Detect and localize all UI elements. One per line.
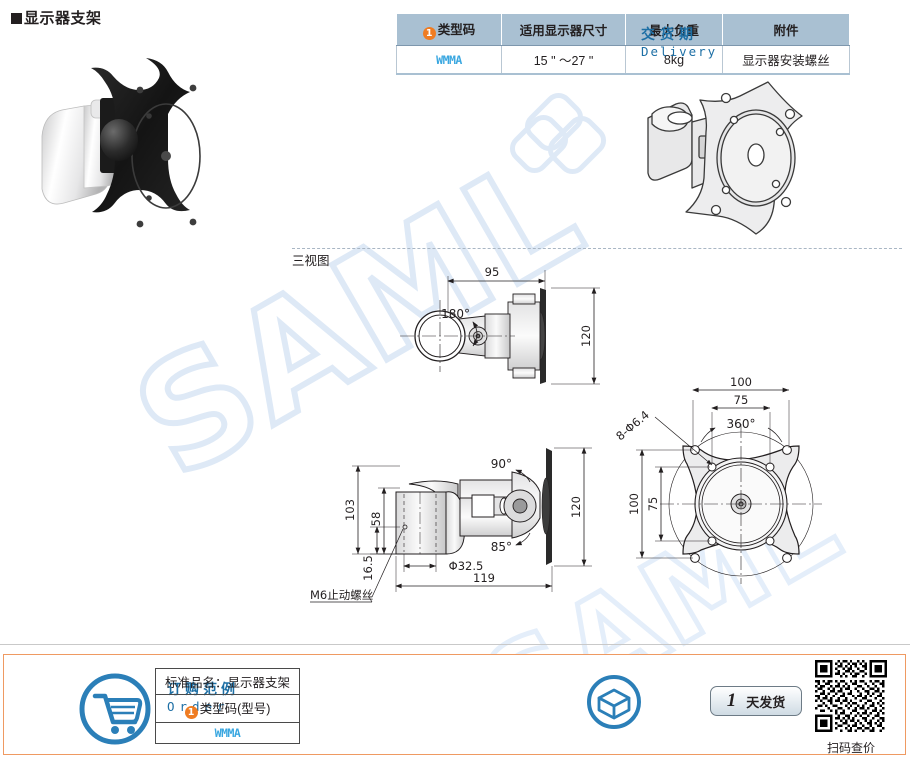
delivery-label-group: 交货期 Delivery [641, 25, 717, 61]
order-cell-type-code-value: WMMA [154, 722, 301, 744]
dim-side-plate-120: 120 [569, 496, 583, 518]
dim-side-103: 103 [343, 499, 357, 521]
angle-360: 360° [727, 417, 756, 431]
shopping-cart-icon [79, 673, 151, 745]
dim-side-58: 58 [369, 512, 383, 527]
three-view-divider [292, 248, 902, 249]
package-box-icon [587, 675, 641, 729]
dim-front-width-100: 100 [730, 375, 752, 389]
spec-cell-accessory: 显示器安装螺丝 [722, 45, 850, 75]
dim-side-119: 119 [473, 571, 495, 585]
callout-hole-spec: 8-Φ6.4 [613, 408, 652, 444]
angle-180: 180° [441, 307, 470, 321]
delivery-days-badge: 1 天发货 [710, 686, 802, 716]
square-bullet-icon [11, 13, 22, 24]
qr-code-block: 扫码查价 [815, 660, 887, 756]
spec-cell-max-load: 8kg [625, 45, 723, 75]
dim-side-16-5: 16.5 [361, 555, 375, 581]
spec-header-accessory: 附件 [722, 13, 850, 46]
table-row: WMMA 15 " ～27 " 8kg 显示器安装螺丝 [396, 45, 850, 75]
spec-cell-type-code: WMMA [396, 45, 502, 75]
product-photo-monitor-bracket [41, 58, 201, 228]
angle-85: 85° [491, 540, 512, 554]
three-view-label: 三视图 [292, 254, 330, 268]
badge-number-icon: 1 [422, 27, 436, 40]
spec-header-monitor-size: 适用显示器尺寸 [501, 13, 626, 46]
badge-number-icon: 1 [184, 706, 198, 719]
dim-front-height-75: 75 [646, 497, 660, 512]
dim-top-width: 95 [485, 265, 500, 279]
angle-90: 90° [491, 457, 512, 471]
order-row-code-value: WMMA [154, 722, 301, 744]
qr-code-icon[interactable] [815, 660, 887, 732]
technical-drawings: 95 180° 120 [310, 265, 822, 603]
dim-side-diameter: Φ32.5 [449, 559, 484, 573]
callout-m6-screw: M6止动螺丝 [310, 588, 373, 602]
product-lineart-monitor-bracket [647, 81, 803, 235]
order-name-label: 标准品名： [165, 676, 228, 690]
dim-top-height: 120 [579, 325, 593, 347]
order-name-value: 显示器支架 [227, 676, 291, 690]
delivery-days-unit: 天发货 [746, 694, 786, 710]
spec-header-max-load: 最大负重 [625, 13, 723, 46]
qr-code-caption: 扫码查价 [826, 741, 875, 755]
order-row-name: 标准品名：显示器支架 [154, 668, 301, 695]
order-code-label: 类型码(型号) [199, 702, 271, 716]
order-cell-standard-name: 标准品名：显示器支架 [154, 668, 301, 695]
dim-front-width-75: 75 [734, 393, 749, 407]
delivery-days-number: 1 [726, 690, 737, 711]
dim-front-height-100: 100 [627, 493, 641, 515]
delivery-label-en: Delivery [641, 43, 718, 59]
delivery-label-cn: 交货期 [641, 26, 698, 42]
page-title-text: 显示器支架 [24, 10, 102, 27]
spec-cell-monitor-size: 15 " ～27 " [501, 45, 626, 75]
page-title: 显示器支架 [11, 7, 102, 28]
